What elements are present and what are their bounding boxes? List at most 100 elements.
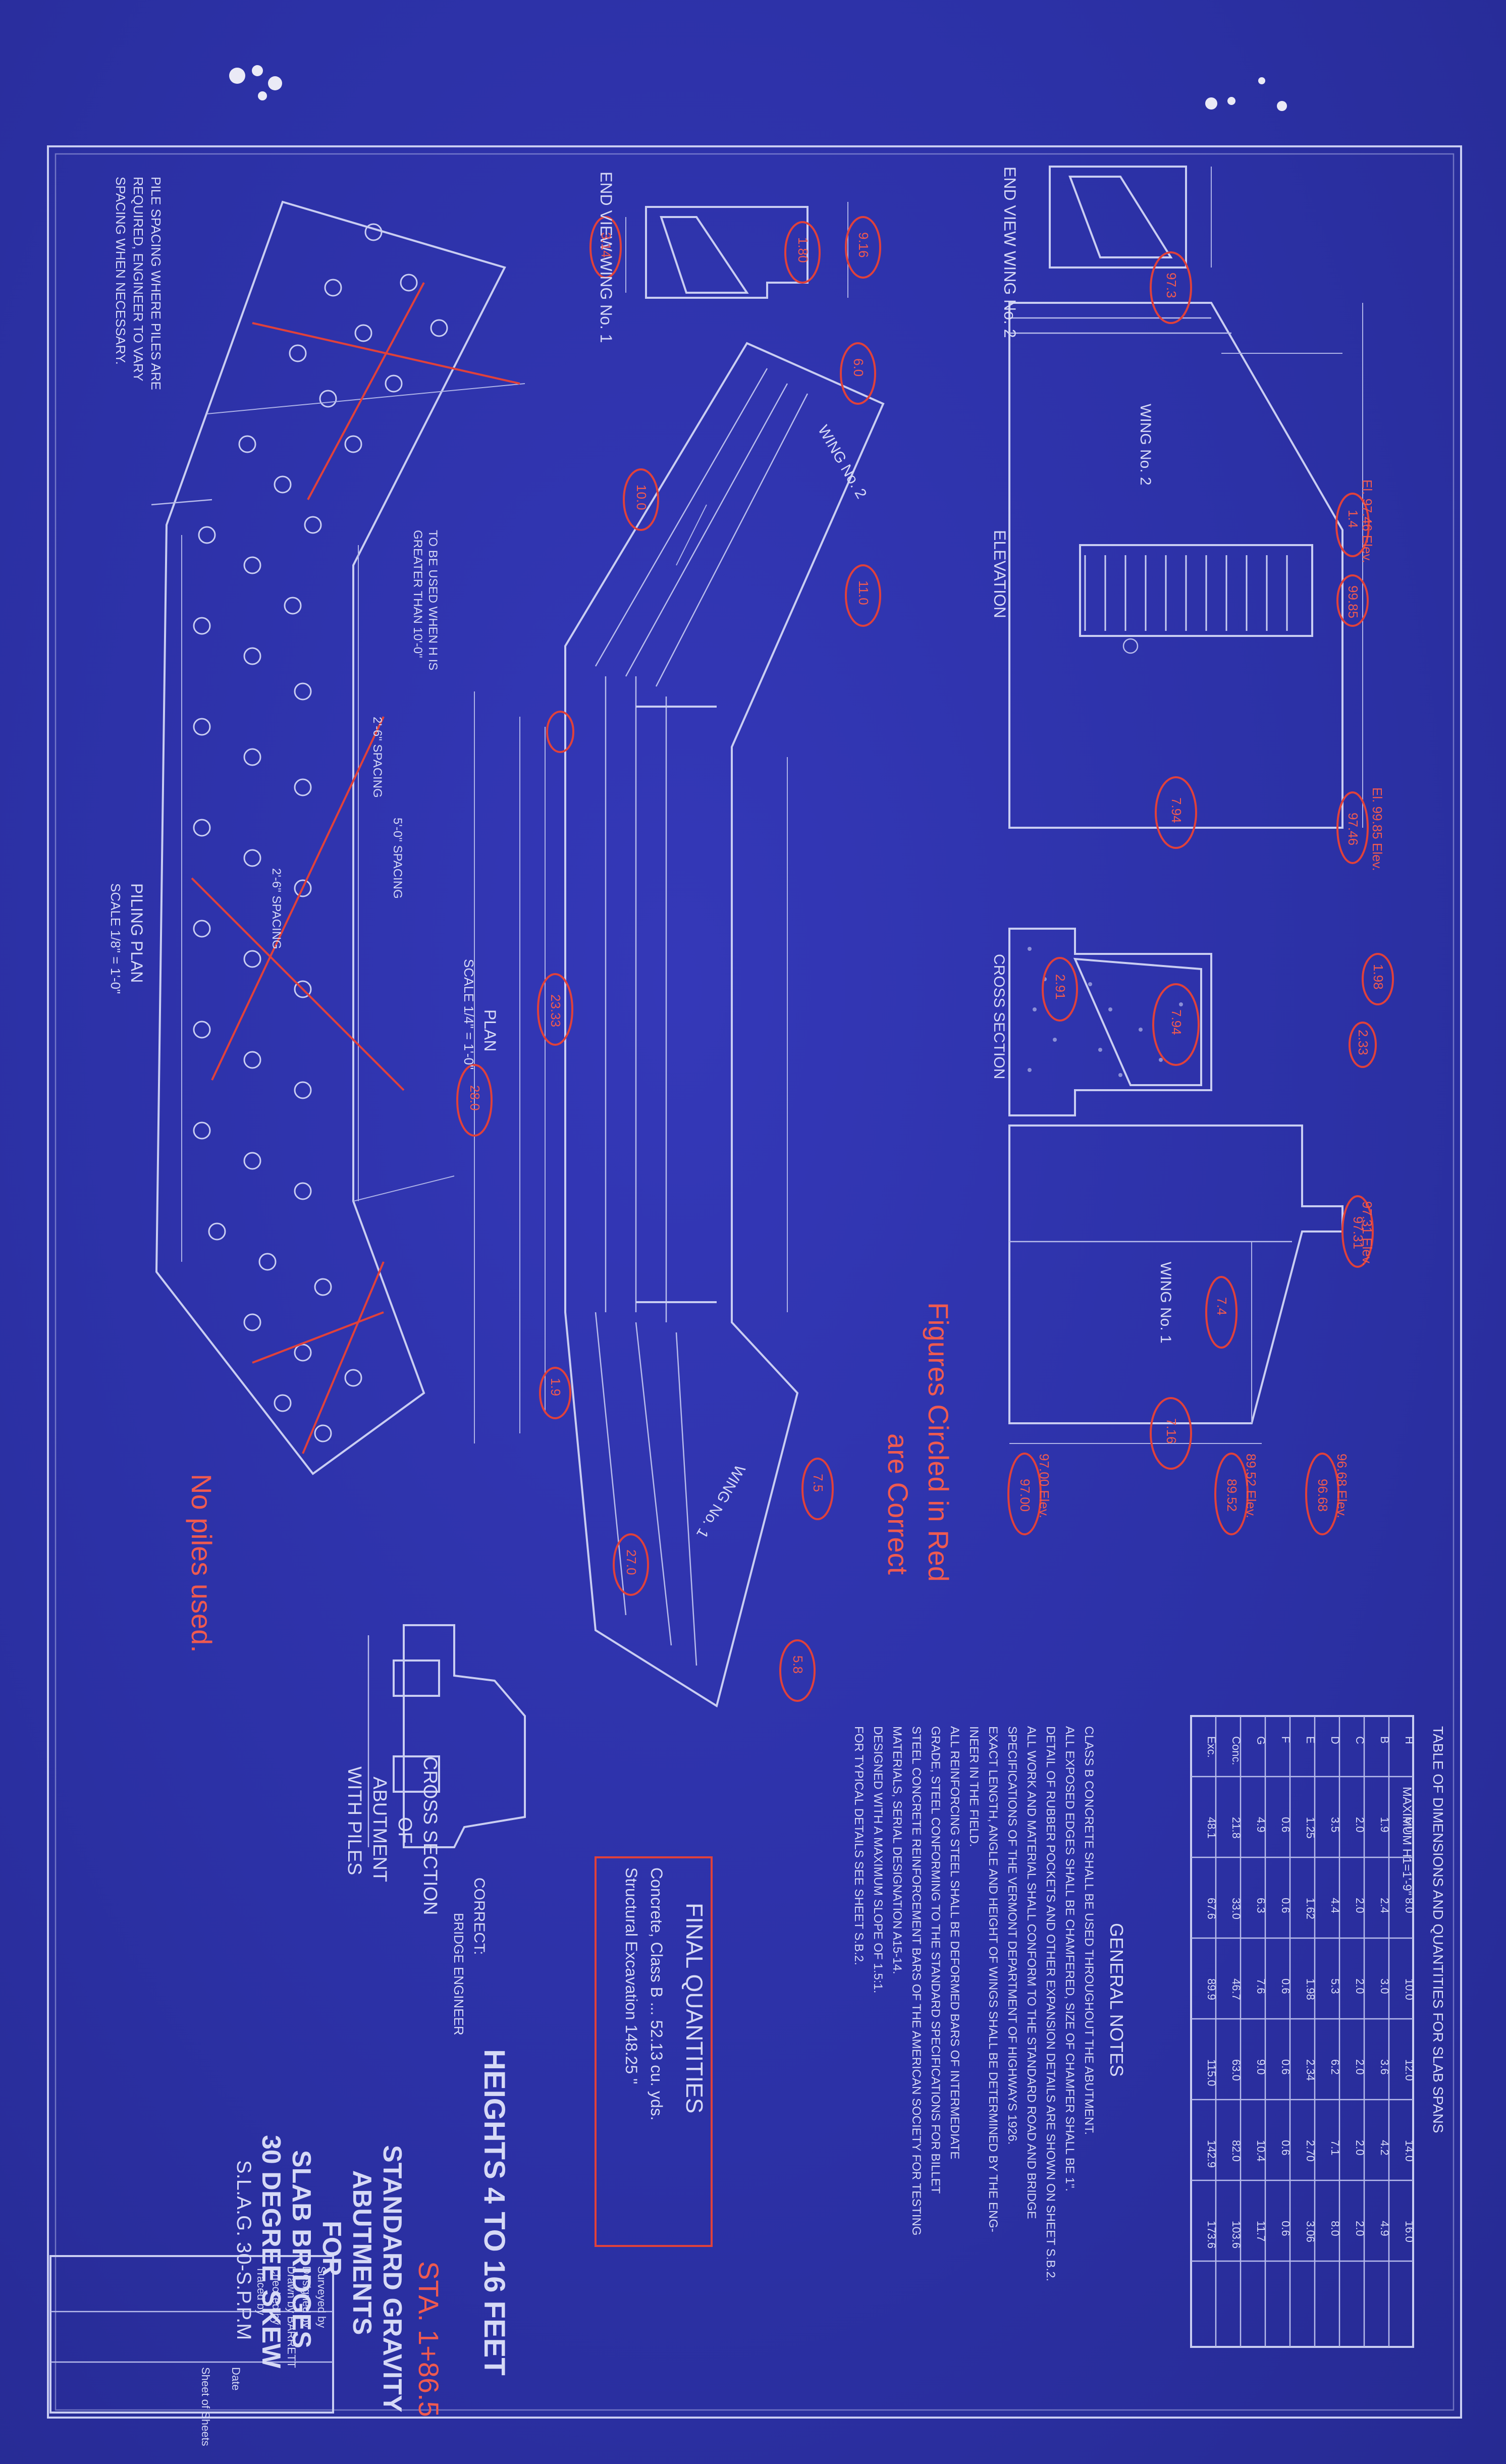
circled-value: 99.85 bbox=[1346, 585, 1361, 618]
table-cell: 16.0 bbox=[1403, 2221, 1416, 2242]
table-cell: 0.6 bbox=[1279, 1898, 1292, 1913]
final-quantities-box bbox=[595, 1856, 713, 2247]
general-notes-lines: CLASS B CONCRETE SHALL BE USED THROUGHOU… bbox=[852, 1726, 1096, 2281]
table-cell: 8.0 bbox=[1403, 1898, 1416, 1913]
circled-value: 27.0 bbox=[624, 1549, 639, 1575]
table-cell: 0.6 bbox=[1279, 2221, 1292, 2236]
circled-value: 3.14 bbox=[599, 232, 614, 258]
circled-value: 2.33 bbox=[1356, 1030, 1371, 1055]
circled-value: 10.0 bbox=[634, 485, 649, 510]
elev-4: 96.68 Elev. bbox=[1334, 1454, 1350, 1518]
general-note-line: SPECIFICATIONS OF THE VERMONT DEPARTMENT… bbox=[1005, 1726, 1019, 2145]
punch-holes bbox=[229, 65, 1287, 111]
elev-3: 97.31 Elev. bbox=[1360, 1201, 1375, 1266]
plan-view bbox=[474, 342, 885, 1708]
general-note-line: ALL REINFORCING STEEL SHALL BE DEFORMED … bbox=[948, 1726, 961, 2159]
table-cell: 10.4 bbox=[1255, 2140, 1267, 2162]
circled-value: 1.80 bbox=[795, 237, 811, 263]
table-cell: 8.0 bbox=[1329, 2221, 1341, 2236]
final-quantities-concrete: Concrete, Class B ... 52.13 cu. yds. bbox=[648, 1867, 666, 2121]
table-cell: 1.62 bbox=[1304, 1898, 1317, 1919]
table-cell: E bbox=[1304, 1736, 1317, 1744]
label-plan: PLAN bbox=[481, 1009, 499, 1052]
table-cell: 89.9 bbox=[1205, 1978, 1218, 2000]
table-cell: F bbox=[1279, 1736, 1292, 1743]
table-cell: Conc. bbox=[1230, 1736, 1243, 1765]
piling-plan bbox=[151, 200, 525, 1475]
circled-value: 2.91 bbox=[1053, 974, 1068, 1000]
table-cell: 115.0 bbox=[1205, 2059, 1218, 2086]
circled-value: 9.16 bbox=[856, 232, 871, 258]
table-cell: 7.6 bbox=[1255, 1978, 1267, 1994]
table-cell: H bbox=[1403, 1736, 1416, 1744]
sheet-border bbox=[47, 145, 1462, 2419]
label-pile-scale: SCALE 1/8" = 1'-0" bbox=[108, 883, 123, 994]
end-view-wing2 bbox=[1049, 166, 1212, 269]
table-cell: G bbox=[1255, 1736, 1267, 1745]
table-cell: 0.6 bbox=[1279, 1978, 1292, 1994]
table-cell: 2.0 bbox=[1354, 2059, 1366, 2075]
table-cell: 0.6 bbox=[1279, 2059, 1292, 2075]
table-cell: 1.25 bbox=[1304, 1817, 1317, 1839]
abut-section-label-3: ABUTMENT bbox=[369, 1777, 390, 1882]
sig-checked: Checked by bbox=[270, 2266, 283, 2325]
circled-value: 97.31 bbox=[1351, 1216, 1366, 1249]
table-cell: 142.9 bbox=[1205, 2140, 1218, 2168]
table-cell: D bbox=[1329, 1736, 1341, 1744]
table-cell: 5.3 bbox=[1329, 1978, 1341, 1994]
table-cell: 7.1 bbox=[1329, 2140, 1341, 2156]
table-cell: 4.9 bbox=[1255, 1817, 1267, 1833]
spacing-1: 5'-0" SPACING bbox=[391, 818, 404, 899]
spacing-3: 2'-6" SPACING bbox=[270, 868, 283, 949]
general-note-line: GRADE, STEEL CONFORMING TO THE STANDARD … bbox=[929, 1726, 942, 2194]
label-wing2-elevation: WING No. 2 bbox=[1137, 404, 1154, 486]
circled-value: 6.0 bbox=[851, 358, 866, 377]
dimension-table bbox=[1190, 1715, 1414, 2348]
sig-surveyed: Surveyed by bbox=[315, 2266, 328, 2328]
table-cell: 9.0 bbox=[1255, 2059, 1267, 2075]
general-note-line: FOR TYPICAL DETAILS SEE SHEET S.B.2. bbox=[852, 1726, 866, 1965]
end-view-wing1 bbox=[625, 202, 848, 299]
table-cell: 33.0 bbox=[1230, 1898, 1243, 1919]
table-cell: 4.2 bbox=[1378, 2140, 1391, 2156]
title-sheet-code: S.L.A.G. 30-S.P.P.M bbox=[233, 2160, 255, 2340]
note-figures-circled: Figures Circled in Red bbox=[923, 1302, 954, 1582]
table-cell: B bbox=[1378, 1736, 1391, 1744]
elev-5: 89.52 Elev. bbox=[1244, 1454, 1259, 1518]
general-notes-heading: GENERAL NOTES bbox=[1106, 1923, 1127, 2077]
table-cell: 2.0 bbox=[1354, 2221, 1366, 2236]
note-are-correct: are Correct bbox=[882, 1433, 914, 1575]
table-cell: C bbox=[1354, 1736, 1366, 1744]
title-station: STA. 1+86.5 bbox=[413, 2261, 445, 2417]
title-line5: 30 DEGREE SKEW bbox=[256, 2135, 286, 2369]
cross-section bbox=[1008, 928, 1212, 1116]
table-cell: 103.6 bbox=[1230, 2221, 1243, 2248]
table-caption: TABLE OF DIMENSIONS AND QUANTITIES FOR S… bbox=[1430, 1726, 1446, 2133]
final-quantities-heading: FINAL QUANTITIES bbox=[681, 1903, 708, 2113]
circled-values: 9.161.803.1497.31.499.8597.467.941.982.3… bbox=[467, 232, 1386, 1674]
table-cell: 2.70 bbox=[1304, 2140, 1317, 2162]
engineer-role: BRIDGE ENGINEER bbox=[451, 1913, 466, 2036]
final-quantities-excavation: Structural Excavation 148.25 " bbox=[622, 1867, 640, 2084]
circled-value: 23.33 bbox=[548, 994, 563, 1027]
label-cross-section: CROSS SECTION bbox=[991, 954, 1007, 1079]
circled-value: 96.68 bbox=[1315, 1479, 1330, 1512]
table-cell: 2.34 bbox=[1304, 2059, 1317, 2081]
table-cell: 1.9 bbox=[1378, 1817, 1391, 1833]
title-line4: SLAB BRIDGES bbox=[287, 2150, 316, 2348]
circled-value: 97.3 bbox=[1164, 273, 1179, 298]
table-cell: 63.0 bbox=[1230, 2059, 1243, 2081]
table-cell: 4.9 bbox=[1378, 2221, 1391, 2236]
sheet-border-inner bbox=[55, 153, 1455, 2411]
circled-value: 89.52 bbox=[1224, 1479, 1240, 1512]
table-cell: 3.5 bbox=[1329, 1817, 1341, 1833]
table-cell: 2.4 bbox=[1378, 1898, 1391, 1913]
label-pile-plan: PILING PLAN bbox=[128, 883, 146, 983]
table-cell: 2.0 bbox=[1354, 1978, 1366, 1994]
table-cell: 2.0 bbox=[1354, 2140, 1366, 2156]
title-heights: HEIGHTS 4 TO 16 FEET bbox=[478, 2049, 511, 2376]
table-cell: 14.0 bbox=[1403, 2140, 1416, 2162]
title-line2: ABUTMENTS bbox=[347, 2170, 376, 2335]
abut-section-label-1: CROSS SECTION bbox=[419, 1756, 441, 1915]
